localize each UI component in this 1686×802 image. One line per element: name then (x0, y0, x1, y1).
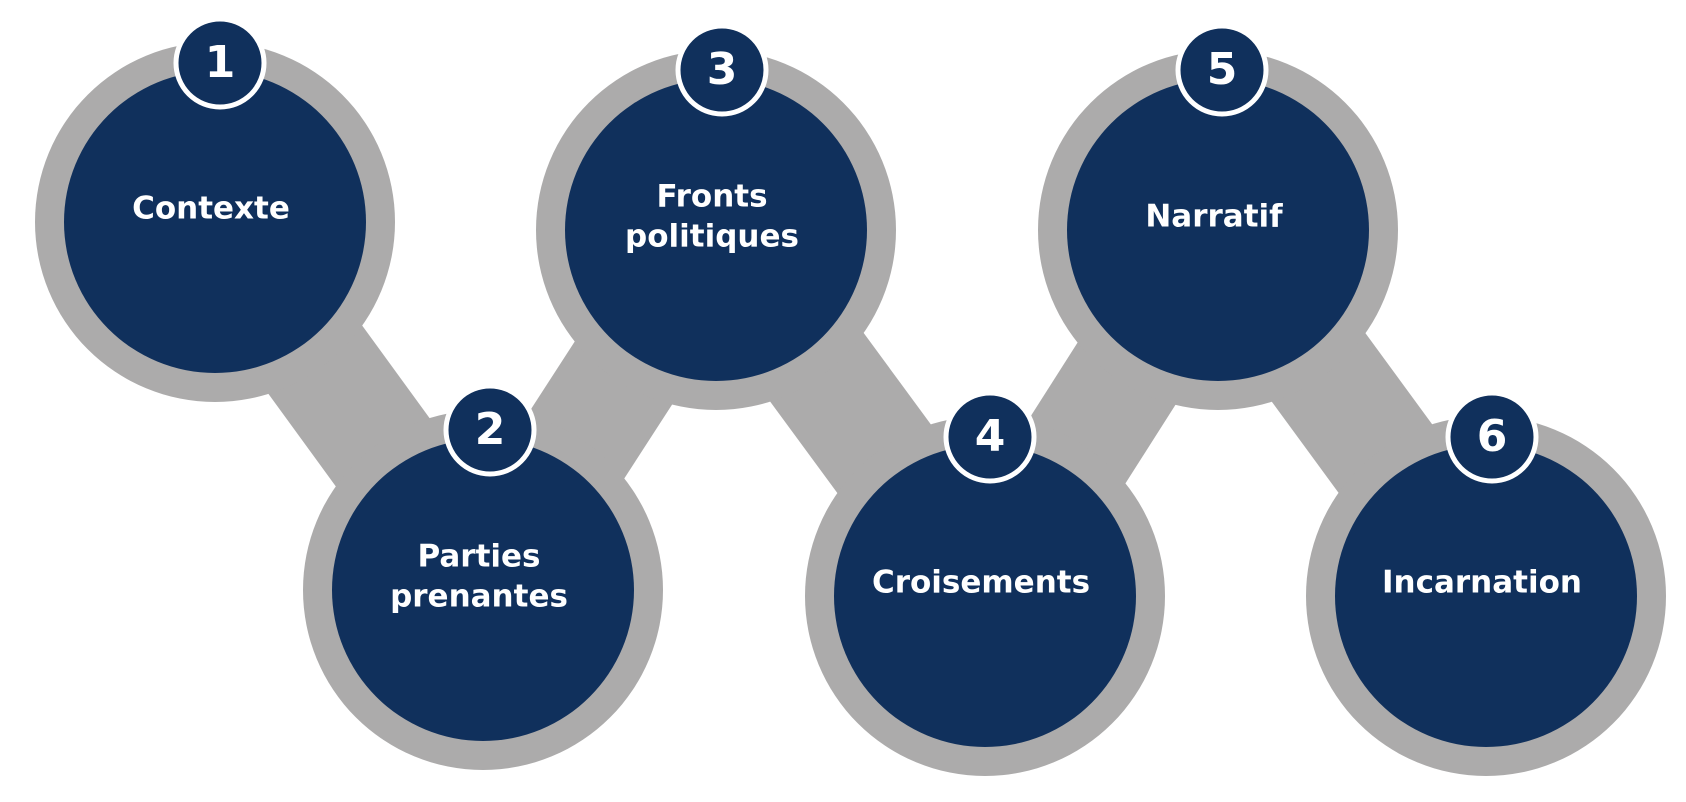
step-1: Contexte 1 (64, 16, 366, 373)
badge-circle (1175, 23, 1269, 117)
step-number: 5 (1207, 44, 1238, 95)
badge-circle (443, 383, 537, 477)
step-label: Contexte (132, 191, 290, 227)
step-number-badge: 6 (1445, 390, 1539, 484)
step-5: Narratif 5 (1067, 23, 1369, 381)
step-number: 2 (475, 404, 506, 455)
step-number-badge: 1 (173, 16, 267, 110)
step-label: Croisements (872, 565, 1090, 601)
step-circle (1335, 445, 1637, 747)
step-circle (834, 445, 1136, 747)
step-circle (565, 79, 867, 381)
step-number-badge: 4 (943, 390, 1037, 484)
step-number-badge: 2 (443, 383, 537, 477)
step-3: Fronts politiques 3 (565, 23, 867, 381)
step-circle (332, 439, 634, 741)
step-circle (1067, 79, 1369, 381)
badge-circle (943, 390, 1037, 484)
step-number: 6 (1477, 411, 1508, 462)
badge-circle (1445, 390, 1539, 484)
step-label: Narratif (1145, 199, 1283, 235)
step-number: 3 (707, 44, 738, 95)
step-number-badge: 5 (1175, 23, 1269, 117)
step-label: Parties (417, 539, 540, 575)
step-label: Fronts (656, 179, 767, 215)
step-2: Parties prenantes 2 (332, 383, 634, 741)
step-label: politiques (625, 219, 799, 255)
step-number: 4 (975, 411, 1006, 462)
step-label: Incarnation (1382, 565, 1582, 601)
badge-circle (173, 16, 267, 110)
badge-circle (675, 23, 769, 117)
step-number-badge: 3 (675, 23, 769, 117)
step-number: 1 (205, 37, 236, 88)
step-6: Incarnation 6 (1335, 390, 1637, 747)
step-label: prenantes (390, 579, 568, 615)
step-4: Croisements 4 (834, 390, 1136, 747)
step-circle (64, 71, 366, 373)
